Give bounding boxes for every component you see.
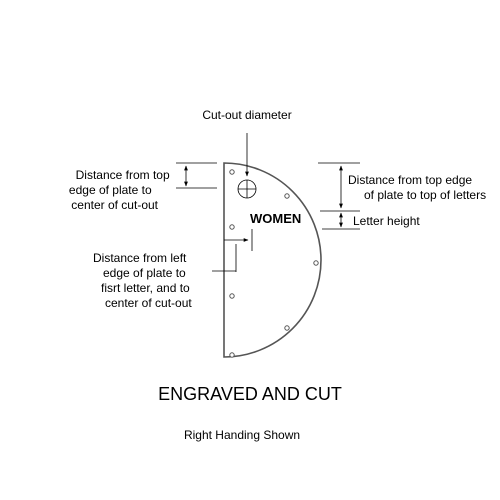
mounting-hole xyxy=(229,293,235,299)
letter-height-label: Letter height xyxy=(353,214,420,228)
mounting-hole xyxy=(229,352,235,358)
mounting-hole xyxy=(313,260,319,266)
top-to-letters-label: Distance from top edge of plate to top o… xyxy=(348,173,486,202)
mounting-hole xyxy=(229,224,235,230)
mounting-hole xyxy=(284,193,290,199)
diagram-title: ENGRAVED AND CUT xyxy=(158,384,342,404)
mounting-hole xyxy=(284,325,290,331)
top-to-center-label: Distance from top edge of plate to cente… xyxy=(69,168,173,212)
mounting-hole xyxy=(229,169,235,175)
sign-text: WOMEN xyxy=(250,211,301,226)
left-to-first-letter-label: Distance from left edge of plate to fisr… xyxy=(93,251,193,310)
cutout-diameter-label: Cut-out diameter xyxy=(202,108,291,122)
half-round-plate xyxy=(223,162,322,358)
diagram-subtitle: Right Handing Shown xyxy=(184,428,300,442)
